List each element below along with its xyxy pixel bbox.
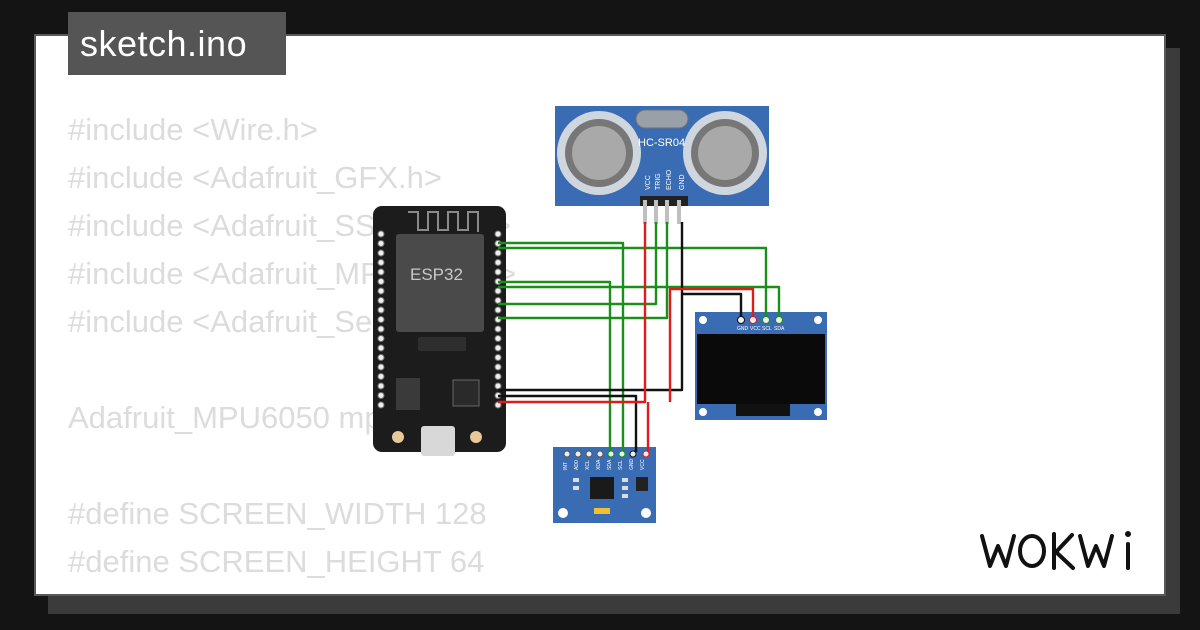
wires bbox=[498, 222, 781, 452]
wire-green bbox=[498, 285, 781, 318]
mpu-pin-label: AD0 bbox=[574, 460, 580, 470]
wire-black bbox=[498, 394, 638, 452]
mpu-pin-label: SDA bbox=[607, 459, 613, 470]
esp32-pin bbox=[377, 363, 385, 371]
esp32-pin bbox=[494, 306, 502, 314]
esp32-pin bbox=[377, 344, 385, 352]
code-line: #define SCREEN_HEIGHT 64 bbox=[68, 544, 485, 579]
esp32-pin bbox=[377, 401, 385, 409]
oled-pin-label: SCL bbox=[762, 326, 772, 332]
file-tab-label: sketch.ino bbox=[80, 23, 248, 64]
sonar-pin-label: VCC bbox=[645, 175, 652, 190]
esp32-pin bbox=[494, 268, 502, 276]
esp32-pin bbox=[377, 297, 385, 304]
esp32-pin bbox=[494, 287, 502, 295]
esp32-pin bbox=[377, 382, 385, 390]
wire-red bbox=[498, 222, 647, 404]
wire-black bbox=[498, 222, 684, 392]
mpu-pin-label: SCL bbox=[618, 460, 624, 470]
esp32-pin bbox=[494, 325, 502, 333]
esp32-pin bbox=[377, 306, 385, 314]
esp32-pin bbox=[377, 316, 385, 323]
esp32-pin bbox=[377, 373, 385, 380]
oled-pin-label: VCC bbox=[750, 326, 761, 332]
esp32-pin bbox=[377, 287, 385, 295]
esp32-pins-left bbox=[377, 230, 385, 409]
esp32-pin bbox=[377, 278, 385, 285]
esp32-pin bbox=[494, 373, 502, 380]
esp32-pin bbox=[494, 249, 502, 257]
wire-green bbox=[498, 241, 625, 452]
esp32-pin bbox=[377, 230, 385, 238]
oled-header-pins bbox=[737, 316, 783, 324]
esp32-label: ESP32 bbox=[410, 265, 463, 284]
esp32-pin bbox=[377, 259, 385, 266]
wire-green bbox=[498, 222, 669, 320]
sonar-pin-label: GND bbox=[679, 174, 686, 190]
esp32-pin bbox=[377, 392, 385, 399]
esp32-pin bbox=[494, 335, 502, 342]
esp32-pin bbox=[494, 344, 502, 352]
code-line: #define SCREEN_WIDTH 128 bbox=[68, 496, 487, 531]
wire-green bbox=[498, 222, 658, 306]
esp32-pin bbox=[377, 325, 385, 333]
mpu6050-sensor[interactable]: INT AD0 XCL XDA SDA SCL GND VCC bbox=[553, 447, 656, 523]
sonar-pin-label: TRIG bbox=[655, 173, 662, 190]
esp32-pin bbox=[377, 249, 385, 257]
code-line: #include <Wire.h> bbox=[68, 112, 318, 147]
oled-pin-label: GND bbox=[737, 326, 749, 332]
esp32-pin bbox=[377, 354, 385, 361]
wire-green bbox=[498, 246, 768, 318]
hc-sr04-label: HC-SR04 bbox=[638, 137, 685, 149]
esp32-pin bbox=[494, 259, 502, 266]
hc-sr04-sensor[interactable]: HC-SR04 VCC TRIG ECHO GND bbox=[555, 106, 769, 224]
mpu-pin-label: XCL bbox=[585, 460, 591, 470]
mpu-pin-label: VCC bbox=[640, 459, 646, 470]
mpu-pin-label: GND bbox=[629, 459, 635, 471]
wire-black bbox=[682, 292, 743, 318]
esp32-pin bbox=[494, 354, 502, 361]
esp32-pin bbox=[377, 335, 385, 342]
file-tab[interactable]: sketch.ino bbox=[68, 12, 286, 75]
code-line: Adafruit_MPU6050 mpu; bbox=[68, 400, 408, 435]
wire-green bbox=[498, 280, 612, 452]
esp32-board[interactable]: ESP32 bbox=[373, 206, 506, 456]
oled-display[interactable]: GND VCC SCL SDA bbox=[695, 312, 827, 420]
mpu-pin-label: INT bbox=[563, 462, 569, 470]
oled-pin-label: SDA bbox=[774, 326, 785, 332]
mpu-pin-label: XDA bbox=[596, 459, 602, 470]
esp32-pin bbox=[377, 240, 385, 247]
esp32-pin bbox=[377, 268, 385, 276]
code-line: #include <Adafruit_GFX.h> bbox=[68, 160, 442, 195]
esp32-pin bbox=[494, 382, 502, 390]
mpu-header-pins bbox=[563, 450, 650, 458]
esp32-pin bbox=[494, 363, 502, 371]
wokwi-logo bbox=[980, 531, 1131, 570]
esp32-pin bbox=[494, 297, 502, 304]
sonar-pin-label: ECHO bbox=[666, 169, 673, 190]
esp32-pin bbox=[494, 230, 502, 238]
wire-red bbox=[668, 287, 755, 402]
